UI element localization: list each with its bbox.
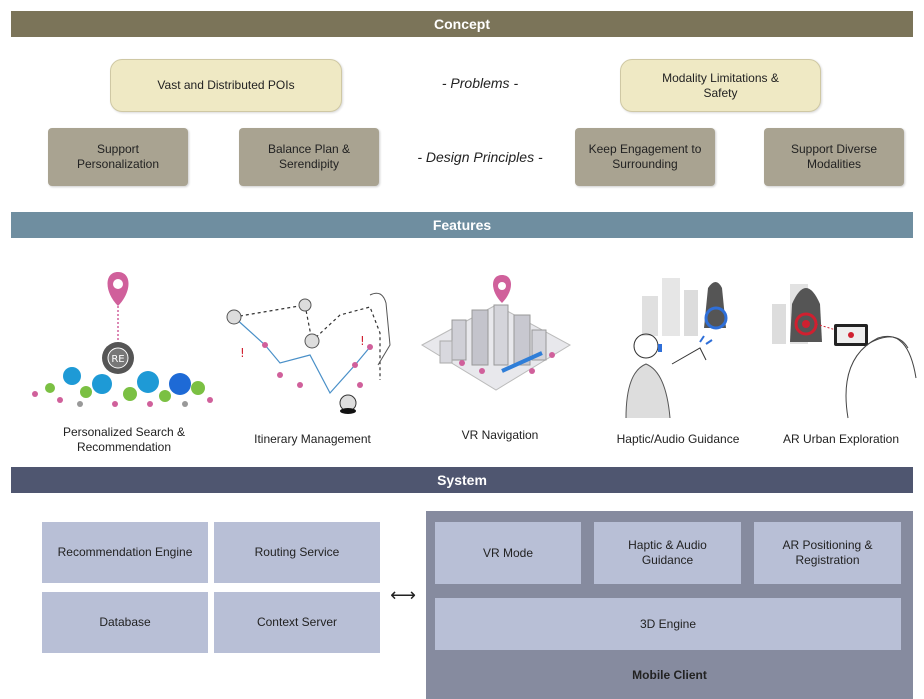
ar-exploration-illustration [772,284,917,419]
principle-label: Support Diverse Modalities [790,142,878,171]
system-title: System [437,472,487,488]
routing-service-box: Routing Service [214,522,380,583]
design-principles-label: - Design Principles - [417,149,543,165]
itinerary-illustration: ! ! [226,292,391,414]
client-module-label: VR Mode [482,545,534,560]
features-title: Features [432,217,492,233]
haptic-audio-guidance-box: Haptic & Audio Guidance [594,522,741,584]
principle-box-engagement: Keep Engagement to Surrounding [575,128,715,186]
feature-label-personalized-search: Personalized Search & Recommendation [62,425,186,454]
principle-box-serendipity: Balance Plan & Serendipity [239,128,379,186]
context-server-box: Context Server [214,592,380,653]
svg-text:!: ! [240,346,245,360]
server-module-label: Recommendation Engine [57,545,193,559]
engine-label: 3D Engine [639,616,697,631]
database-box: Database [42,592,208,653]
server-module-label: Context Server [256,615,338,629]
server-module-label: Database [99,615,151,629]
features-banner: Features [11,212,913,238]
concept-title: Concept [434,16,490,32]
problem-box-pois: Vast and Distributed POIs [110,59,342,112]
problem-label: Modality Limitations & Safety [662,70,779,100]
concept-banner: Concept [11,11,913,37]
3d-engine-box: 3D Engine [435,598,901,650]
problems-label: - Problems - [441,75,519,91]
system-banner: System [11,467,913,493]
personalized-search-illustration: RE [32,272,213,407]
feature-label-haptic-audio: Haptic/Audio Guidance [616,432,740,446]
feature-label-ar-exploration: AR Urban Exploration [782,432,900,446]
feature-label-vr-navigation: VR Navigation [461,428,539,442]
feature-label-itinerary: Itinerary Management [254,432,371,446]
problem-label: Vast and Distributed POIs [157,78,295,92]
svg-text:RE: RE [111,354,124,365]
principle-box-modalities: Support Diverse Modalities [764,128,904,186]
recommendation-engine-box: Recommendation Engine [42,522,208,583]
principle-label: Keep Engagement to Surrounding [588,142,702,171]
principle-label: Balance Plan & Serendipity [267,142,351,171]
ar-positioning-box: AR Positioning & Registration [754,522,901,584]
vr-navigation-illustration [420,275,572,391]
principle-box-personalization: Support Personalization [48,128,188,186]
svg-text:!: ! [360,334,365,348]
haptic-audio-illustration [625,278,728,419]
problem-box-modality: Modality Limitations & Safety [620,59,821,112]
principle-label: Support Personalization [76,142,160,171]
vr-mode-box: VR Mode [435,522,581,584]
server-module-label: Routing Service [254,545,340,559]
bidirectional-arrow-icon: ⟷ [390,585,416,606]
mobile-client-label: Mobile Client [632,668,707,682]
